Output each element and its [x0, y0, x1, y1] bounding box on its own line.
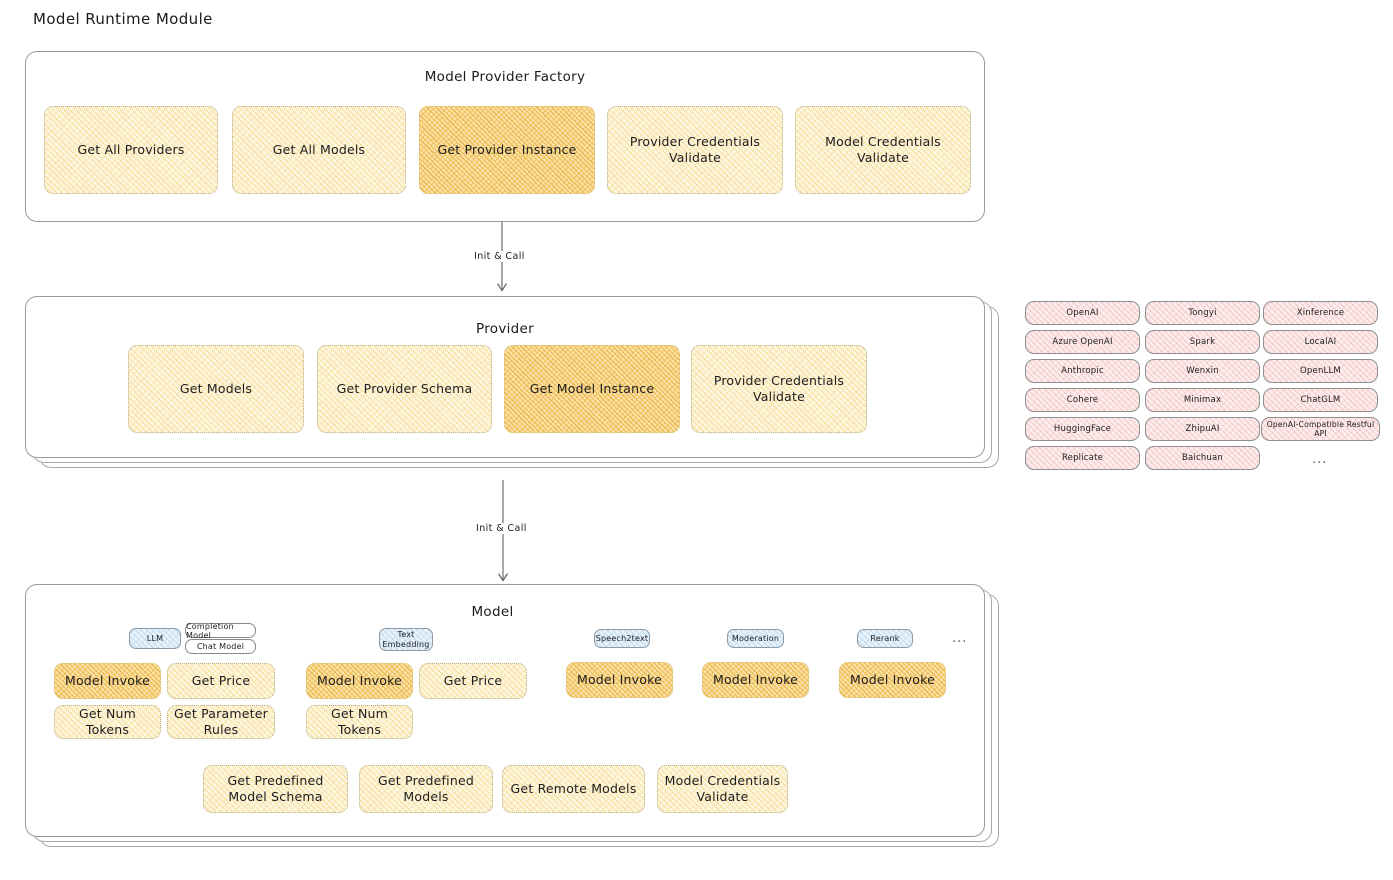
model-type-chip-rerank[interactable]: Rerank — [857, 629, 913, 648]
provider-chip-wenxin[interactable]: Wenxin — [1145, 359, 1260, 383]
provider-chip-replicate[interactable]: Replicate — [1025, 446, 1140, 470]
model-common-node-model-credentials-validate[interactable]: Model Credentials Validate — [657, 765, 788, 813]
model-type-chip-text-embedding[interactable]: Text Embedding — [379, 628, 433, 651]
provider-node-get-model-instance[interactable]: Get Model Instance — [504, 345, 680, 433]
model-common-node-get-predefined-model-schema[interactable]: Get Predefined Model Schema — [203, 765, 348, 813]
factory-node-provider-credentials-validate[interactable]: Provider Credentials Validate — [607, 106, 783, 194]
provider-chip-zhipuai[interactable]: ZhipuAI — [1145, 417, 1260, 441]
model-llm-node-get-parameter-rules[interactable]: Get Parameter Rules — [167, 705, 275, 739]
model-type-chip-llm[interactable]: LLM — [129, 628, 181, 649]
model-embedding-node-model-invoke[interactable]: Model Invoke — [306, 663, 413, 699]
model-type-chip-speech2text[interactable]: Speech2text — [594, 629, 650, 648]
model-title: Model — [471, 604, 514, 620]
provider-chip-xinference[interactable]: Xinference — [1263, 301, 1378, 325]
provider-chip-openllm[interactable]: OpenLLM — [1263, 359, 1378, 383]
provider-chip-localai[interactable]: LocalAI — [1263, 330, 1378, 354]
provider-chip-chatglm[interactable]: ChatGLM — [1263, 388, 1378, 412]
edge-label-init-call-2: Init & Call — [472, 523, 531, 534]
provider-node-get-provider-schema[interactable]: Get Provider Schema — [317, 345, 492, 433]
provider-title: Provider — [476, 321, 534, 337]
model-embedding-node-get-num-tokens[interactable]: Get Num Tokens — [306, 705, 413, 739]
model-common-node-get-remote-models[interactable]: Get Remote Models — [502, 765, 645, 813]
page-title: Model Runtime Module — [33, 10, 213, 28]
provider-chip-baichuan[interactable]: Baichuan — [1145, 446, 1260, 470]
factory-node-get-all-providers[interactable]: Get All Providers — [44, 106, 218, 194]
model-type-chip-chat-model[interactable]: Chat Model — [185, 639, 256, 654]
provider-chip-anthropic[interactable]: Anthropic — [1025, 359, 1140, 383]
provider-list-more: ... — [1312, 452, 1328, 467]
provider-chip-openai-compatible-restful-api[interactable]: OpenAI-Compatible Restful API — [1261, 417, 1380, 441]
provider-node-provider-credentials-validate[interactable]: Provider Credentials Validate — [691, 345, 867, 433]
model-llm-node-model-invoke[interactable]: Model Invoke — [54, 663, 161, 699]
provider-chip-minimax[interactable]: Minimax — [1145, 388, 1260, 412]
model-type-chip-moderation[interactable]: Moderation — [727, 629, 784, 648]
provider-chip-huggingface[interactable]: HuggingFace — [1025, 417, 1140, 441]
model-embedding-node-get-price[interactable]: Get Price — [419, 663, 527, 699]
factory-node-get-provider-instance[interactable]: Get Provider Instance — [419, 106, 595, 194]
provider-chip-cohere[interactable]: Cohere — [1025, 388, 1140, 412]
model-llm-node-get-price[interactable]: Get Price — [167, 663, 275, 699]
model-type-chip-completion-model[interactable]: Completion Model — [185, 622, 256, 640]
model-provider-factory-title: Model Provider Factory — [424, 69, 586, 85]
model-types-more: ... — [952, 631, 968, 646]
provider-chip-spark[interactable]: Spark — [1145, 330, 1260, 354]
model-common-node-get-predefined-models[interactable]: Get Predefined Models — [359, 765, 493, 813]
model-rerank-node-model-invoke[interactable]: Model Invoke — [839, 662, 946, 698]
edge-label-init-call-1: Init & Call — [470, 251, 529, 262]
provider-chip-azure-openai[interactable]: Azure OpenAI — [1025, 330, 1140, 354]
model-moderation-node-model-invoke[interactable]: Model Invoke — [702, 662, 809, 698]
model-speech2text-node-model-invoke[interactable]: Model Invoke — [566, 662, 673, 698]
provider-chip-openai[interactable]: OpenAI — [1025, 301, 1140, 325]
factory-node-get-all-models[interactable]: Get All Models — [232, 106, 406, 194]
provider-node-get-models[interactable]: Get Models — [128, 345, 304, 433]
model-llm-node-get-num-tokens[interactable]: Get Num Tokens — [54, 705, 161, 739]
factory-node-model-credentials-validate[interactable]: Model Credentials Validate — [795, 106, 971, 194]
provider-chip-tongyi[interactable]: Tongyi — [1145, 301, 1260, 325]
